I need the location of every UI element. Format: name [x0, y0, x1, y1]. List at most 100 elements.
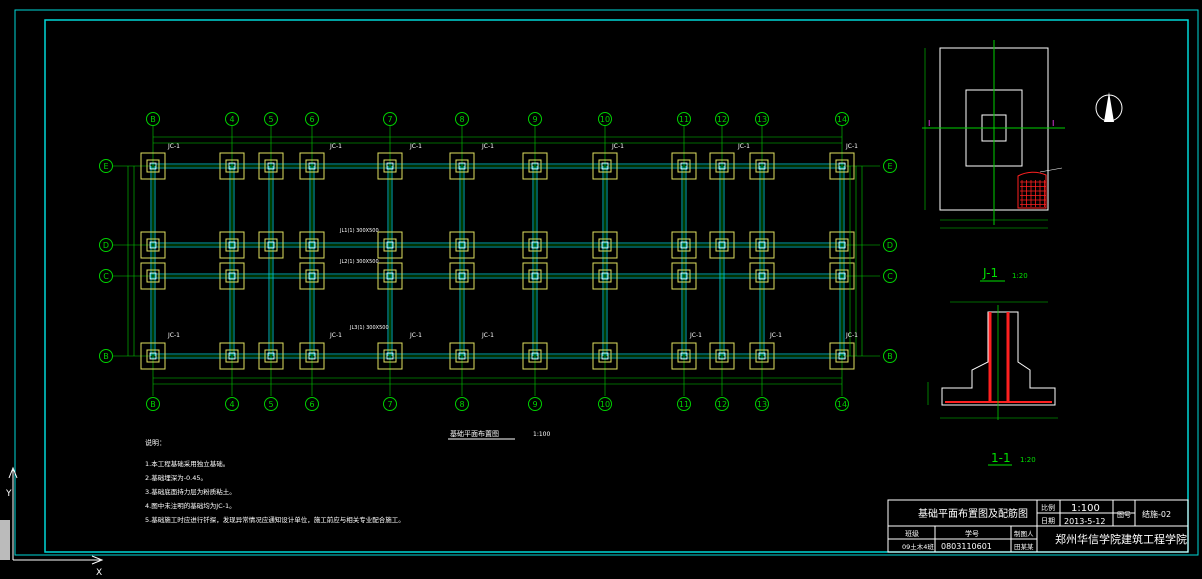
footing-pedestal	[455, 269, 469, 283]
column	[458, 272, 466, 280]
column	[680, 241, 688, 249]
footing-pedestal	[146, 269, 160, 283]
column	[386, 162, 394, 170]
axis-bubble-right	[883, 269, 897, 283]
footing-outline	[592, 231, 618, 259]
footing-outline	[522, 152, 548, 180]
footing-pedestal	[455, 349, 469, 363]
footing-label: JC-1	[409, 143, 422, 150]
footing-outline	[749, 152, 775, 180]
axis-bubble-bottom	[146, 397, 160, 411]
tb-id-label: 学号	[965, 529, 979, 538]
column	[718, 352, 726, 360]
axis-label-bottom: 7	[387, 400, 392, 409]
column	[386, 241, 394, 249]
footing-outline	[592, 342, 618, 370]
footing-outline	[377, 231, 403, 259]
axis-label-right: C	[887, 272, 893, 281]
view-cube-stub[interactable]	[0, 520, 10, 560]
footing-outline	[140, 231, 166, 259]
detail-j1-name: J-1	[982, 266, 998, 280]
axis-bubble-bottom	[835, 397, 849, 411]
title-block	[887, 499, 1189, 553]
footing-label: JC-1	[769, 332, 782, 339]
column	[228, 272, 236, 280]
beam-label: JL2(1) 300X500	[339, 259, 379, 265]
plan-title-scale: 1:100	[533, 431, 550, 438]
column	[758, 241, 766, 249]
axis-label-bottom: 5	[268, 400, 273, 409]
column	[386, 352, 394, 360]
footing-pedestal	[715, 238, 729, 252]
footing-plan-detail: I I	[922, 40, 1065, 229]
detail-11-scale: 1:20	[1020, 456, 1036, 464]
footing-label: JC-1	[845, 143, 858, 150]
footing-outline	[140, 262, 166, 290]
note-5: 5.基础施工时应进行钎探，发现异常情况应通知设计单位，施工前应与相关专业配合施工…	[145, 515, 405, 524]
axis-label-top: 8	[459, 115, 464, 124]
note-2: 2.基础埋深为-0.45。	[145, 473, 207, 482]
notes-heading: 说明：	[145, 438, 166, 447]
footing-outline	[829, 342, 855, 370]
axis-label-bottom: 8	[459, 400, 464, 409]
axis-bubble-top	[225, 112, 239, 126]
footing-pedestal	[383, 238, 397, 252]
axis-bubble-bottom	[715, 397, 729, 411]
column	[531, 352, 539, 360]
column	[531, 162, 539, 170]
axis-bubble-right	[883, 238, 897, 252]
footing-outline	[671, 152, 697, 180]
footing-outline	[749, 342, 775, 370]
axis-label-bottom: 12	[717, 400, 727, 409]
axis-bubble-top	[677, 112, 691, 126]
axis-label-bottom: 9	[532, 400, 537, 409]
footing-pedestal	[225, 238, 239, 252]
footing-outline	[377, 262, 403, 290]
footing-pedestal	[146, 159, 160, 173]
tb-date-value: 2013-5-12	[1064, 517, 1105, 526]
axis-bubble-left	[99, 349, 113, 363]
svg-text:X: X	[96, 568, 102, 578]
column	[149, 352, 157, 360]
drawing-border-inner	[44, 19, 1189, 553]
footing-pedestal	[528, 238, 542, 252]
footing-outline	[592, 262, 618, 290]
note-1: 1.本工程基础采用独立基础。	[145, 459, 229, 468]
tb-scale-value: 1:100	[1071, 503, 1100, 514]
footing-outline	[449, 231, 475, 259]
axis-label-right: B	[887, 352, 893, 361]
axis-bubble-top	[528, 112, 542, 126]
footing-pedestal	[455, 159, 469, 173]
column	[680, 162, 688, 170]
axis-bubble-bottom	[677, 397, 691, 411]
column	[308, 241, 316, 249]
footing-pedestal	[528, 159, 542, 173]
footing-outline	[829, 231, 855, 259]
footing-pedestal	[383, 159, 397, 173]
tb-drawer-value: 田某某	[1014, 543, 1034, 551]
footing-pedestal	[528, 269, 542, 283]
footing-outline	[522, 262, 548, 290]
column	[601, 241, 609, 249]
axis-label-bottom: 11	[679, 400, 689, 409]
axis-bubble-top	[146, 112, 160, 126]
column	[680, 352, 688, 360]
footing-outline	[671, 262, 697, 290]
axis-bubble-left	[99, 238, 113, 252]
footing-pedestal	[598, 238, 612, 252]
column	[838, 352, 846, 360]
column	[308, 162, 316, 170]
footing-outline	[299, 342, 325, 370]
axis-bubble-top	[305, 112, 319, 126]
axis-label-right: E	[887, 162, 892, 171]
footing-pedestal	[755, 269, 769, 283]
svg-text:I: I	[928, 119, 930, 128]
ucs-icon: Y X	[5, 466, 104, 578]
column	[228, 241, 236, 249]
footing-pedestal	[835, 238, 849, 252]
footing-outline	[522, 342, 548, 370]
column	[149, 241, 157, 249]
footing-outline	[829, 152, 855, 180]
